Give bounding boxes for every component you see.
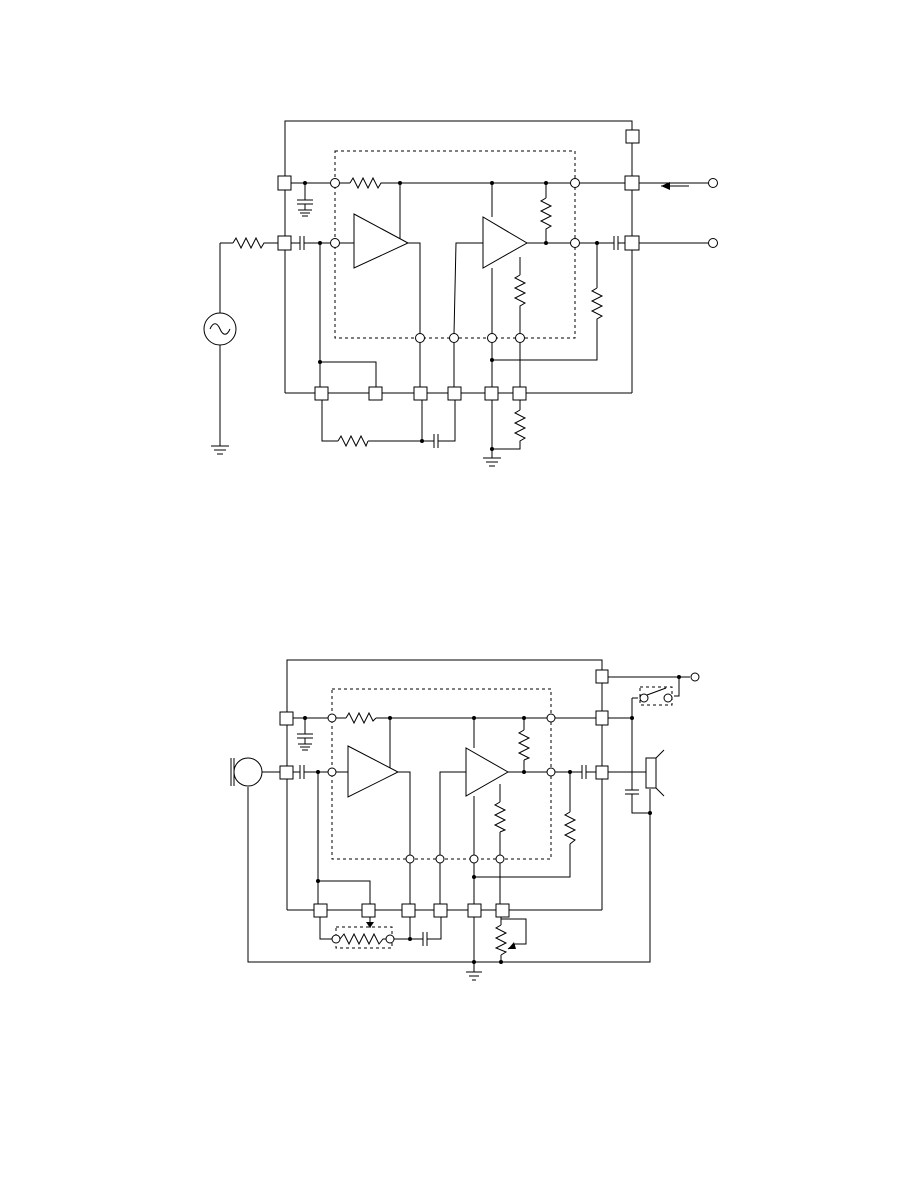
junction-dots <box>303 675 681 964</box>
junction-dots <box>303 181 599 451</box>
terminal-pads <box>279 669 609 918</box>
amplifier-2-icon <box>465 747 510 797</box>
trimmer-boundary <box>335 926 393 949</box>
pin-circles <box>330 178 718 343</box>
schematic-upper <box>203 120 718 467</box>
speaker-icon <box>645 749 665 797</box>
microphone-icon <box>230 757 263 787</box>
amplifier-2-icon <box>482 216 528 269</box>
trimmer-wiper <box>366 922 374 928</box>
wiring <box>211 120 708 467</box>
wiring <box>247 659 690 981</box>
resistors <box>339 711 577 956</box>
amplifier-1-icon <box>353 213 410 269</box>
arrow-icon <box>661 182 670 190</box>
pin-circles <box>327 672 700 944</box>
switch-icon <box>639 687 673 703</box>
ac-source-icon <box>203 312 237 346</box>
amplifier-1-icon <box>347 745 400 798</box>
resistors <box>232 176 604 448</box>
schematic-lower <box>230 659 700 981</box>
terminal-pads <box>277 129 640 401</box>
